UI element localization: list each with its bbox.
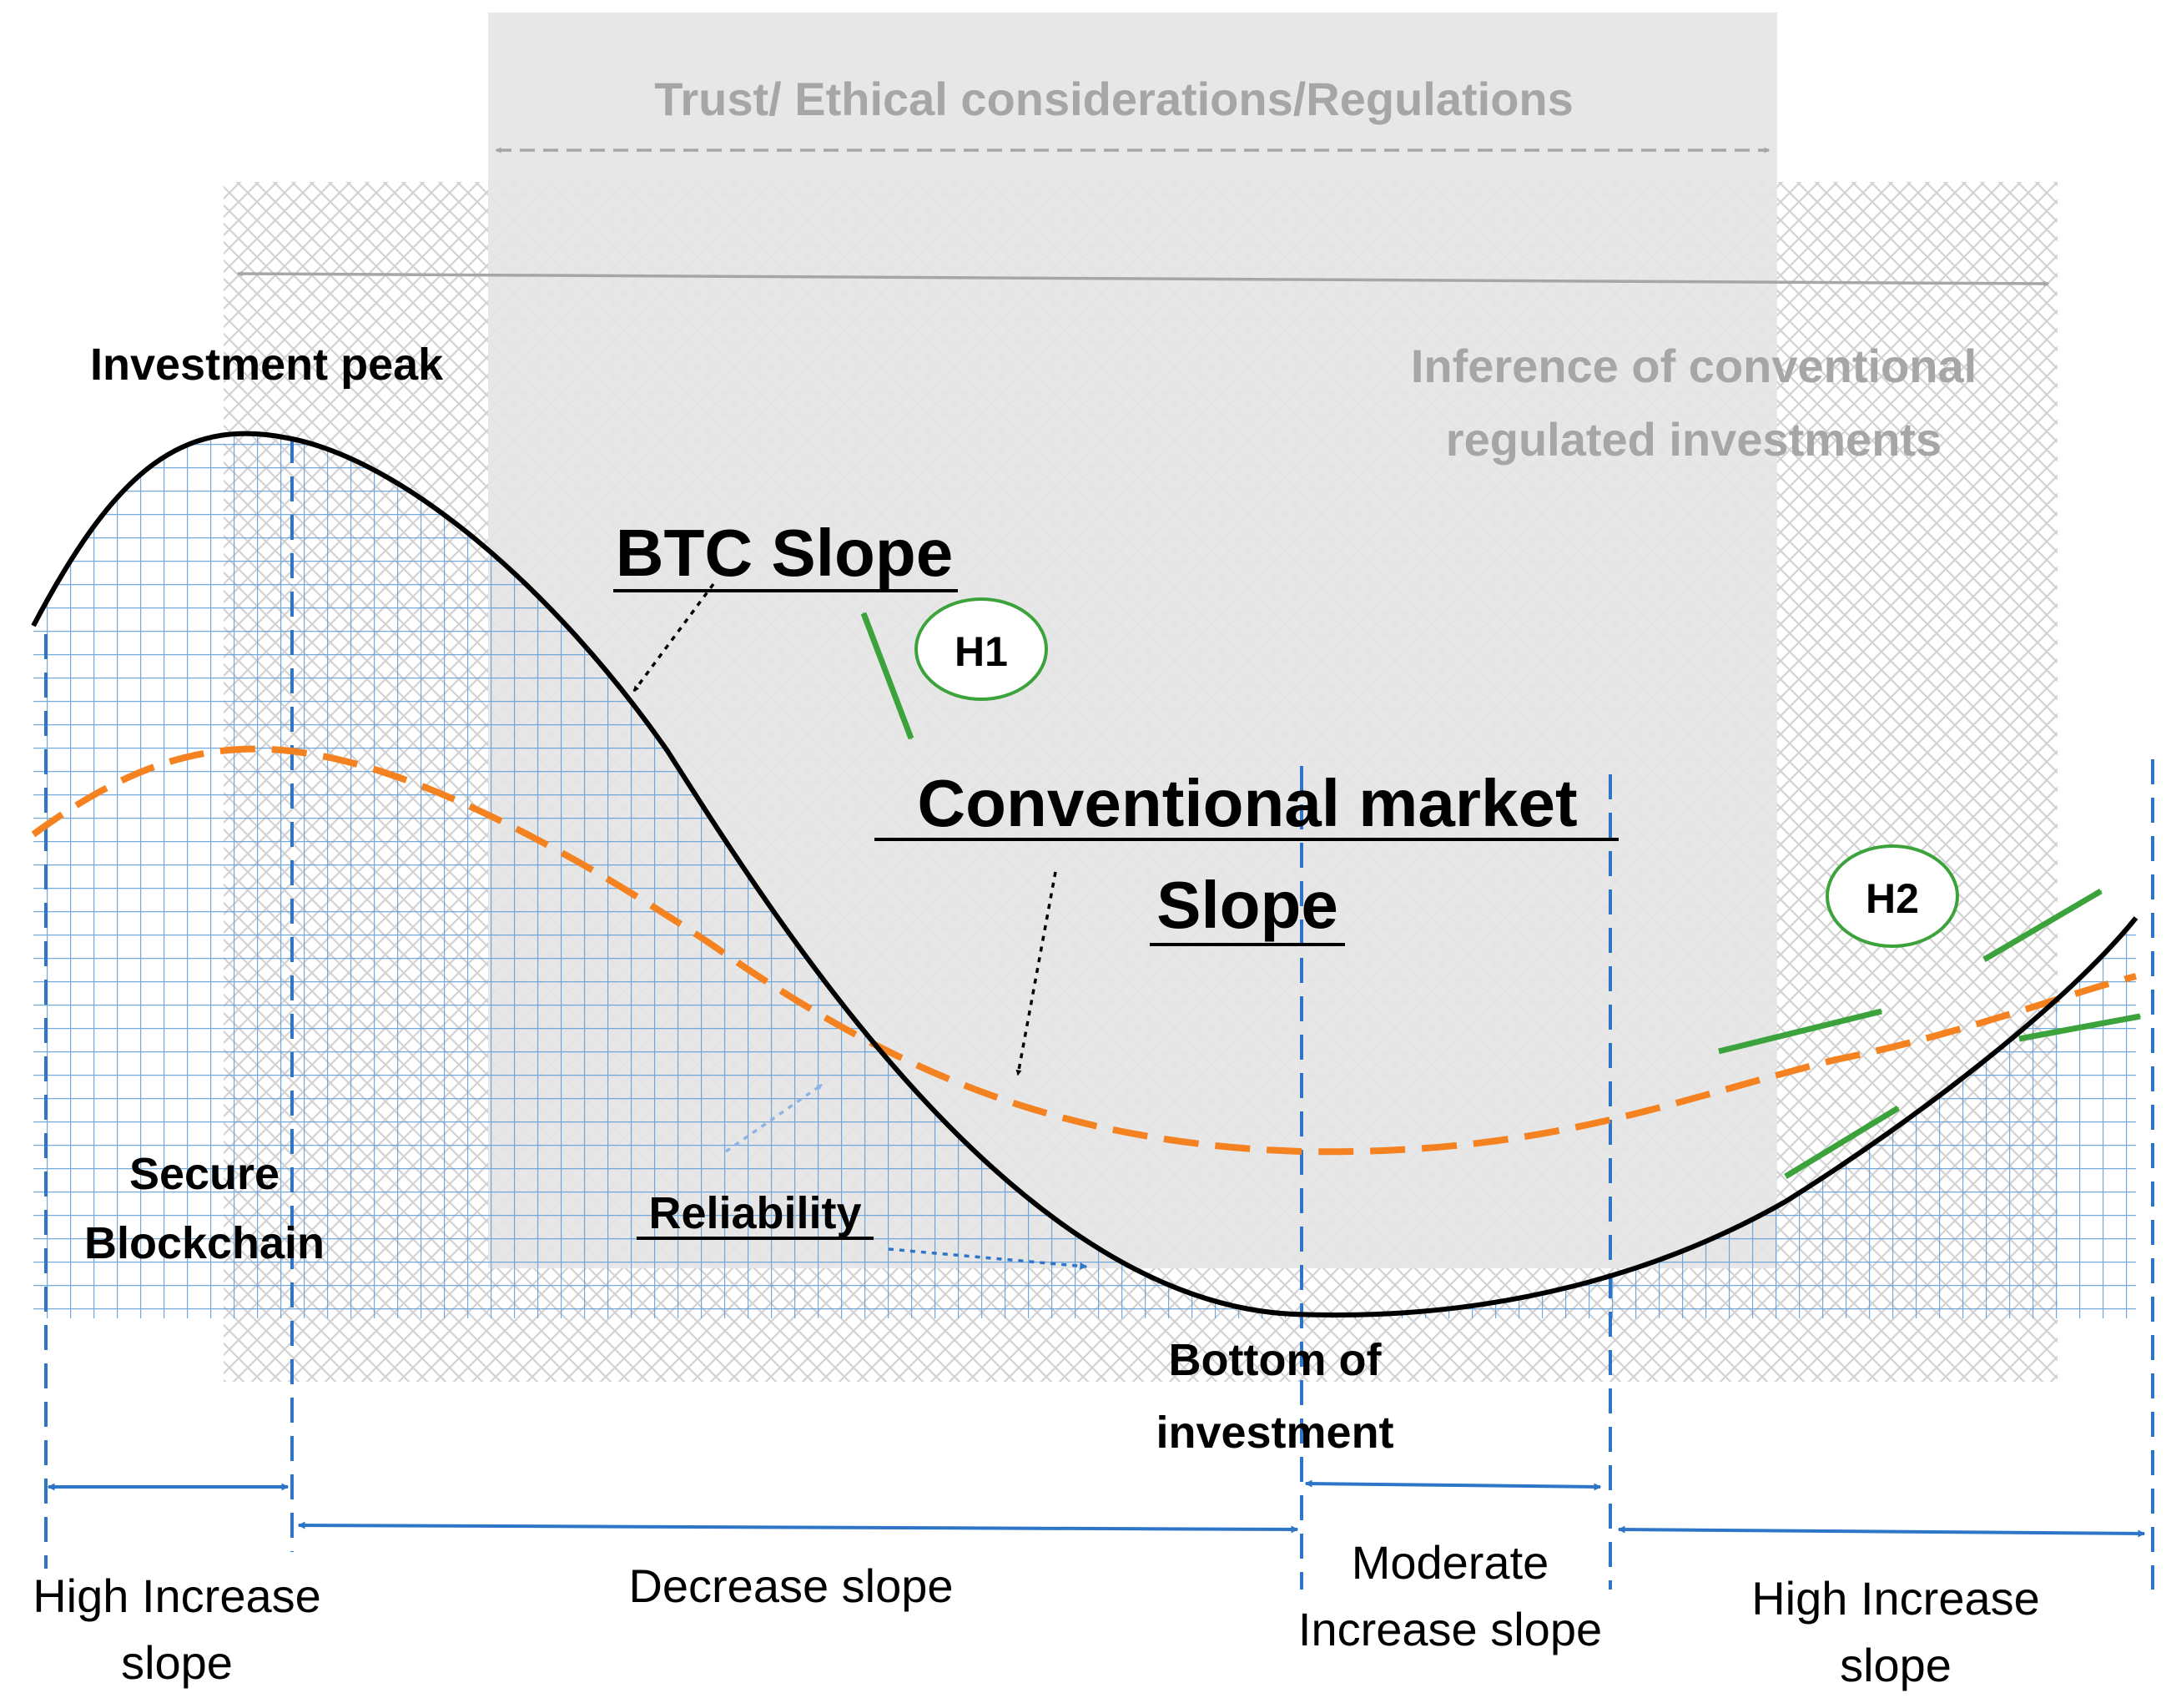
bottom-label-line1: Bottom of: [1169, 1335, 1383, 1385]
h2-ellipse: [1826, 844, 1959, 948]
h1-label: H1: [955, 628, 1008, 675]
phase3-range-arrow: [1304, 1479, 1602, 1491]
investment-peak-label: Investment peak: [90, 340, 444, 390]
btc-curve: [31, 431, 2138, 1318]
h1-ellipse: [914, 597, 1048, 701]
conventional-slope-pointer: [1015, 871, 1057, 1076]
h2-arrows: [1718, 888, 2142, 1179]
phase2-range-arrow: [297, 1521, 1299, 1534]
btc-slope-pointer: [632, 582, 715, 693]
secure-blockchain-line2: Blockchain: [84, 1218, 325, 1268]
h2-arrow-4: [2018, 1013, 2142, 1042]
inference-range-arrow: [236, 270, 2050, 287]
phase3-label-line2: Increase slope: [1298, 1603, 1602, 1655]
conventional-market-curve: [31, 745, 2137, 1156]
reliability-pointer-upper: [725, 1083, 824, 1153]
phase4-label-line2: slope: [1840, 1639, 1952, 1691]
phase1-label-line2: slope: [121, 1636, 233, 1689]
phase1-label-line1: High Increase: [33, 1569, 321, 1622]
reliability-label: Reliability: [648, 1188, 861, 1238]
phase2-label: Decrease slope: [628, 1559, 953, 1612]
h1-double-arrow: [860, 612, 914, 740]
h2-arrow-2: [1784, 1106, 1900, 1179]
h2-arrow-3: [1982, 888, 2103, 963]
phase-range-arrows: [47, 1479, 2146, 1538]
phase3-label-line1: Moderate: [1352, 1536, 1549, 1589]
conventional-label-line1: Conventional market: [917, 766, 1577, 840]
reliability-pointer-lower: [888, 1247, 1088, 1270]
h2-label: H2: [1866, 875, 1919, 922]
inference-label-line2: regulated investments: [1446, 413, 1942, 466]
inference-label-line1: Inference of conventional: [1411, 340, 1977, 392]
conventional-label-line2: Slope: [1156, 868, 1338, 942]
h2-arrow-1: [1718, 1008, 1883, 1055]
phase4-range-arrow: [1617, 1525, 2146, 1538]
btc-slope-label: BTC Slope: [616, 516, 953, 590]
phase4-label-line1: High Increase: [1751, 1572, 2040, 1625]
phase-dividers: [44, 438, 2154, 1590]
trust-label: Trust/ Ethical considerations/Regulation…: [654, 73, 1574, 125]
bottom-label-line2: investment: [1156, 1408, 1393, 1458]
secure-blockchain-line1: Secure: [129, 1149, 280, 1199]
